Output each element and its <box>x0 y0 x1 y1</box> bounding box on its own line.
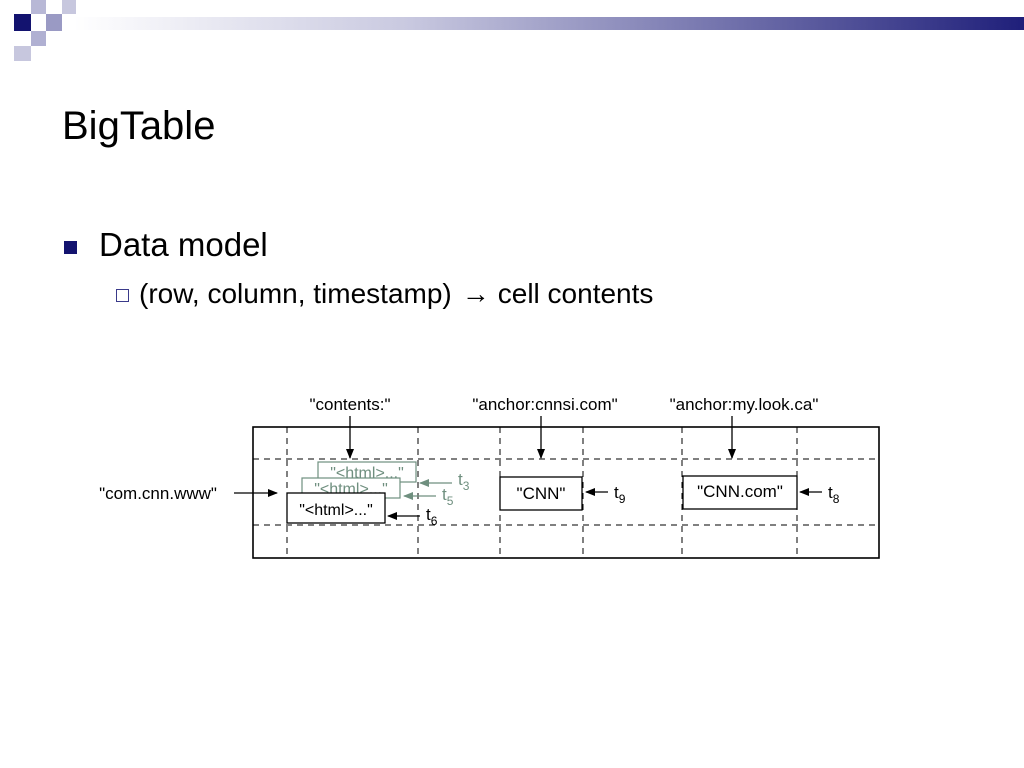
column-label-anchor-mylook: "anchor:my.look.ca" <box>670 395 819 414</box>
timestamp-label: t3 <box>458 470 470 493</box>
mapping-output: cell contents <box>497 278 654 309</box>
cell-value: "CNN.com" <box>697 482 783 501</box>
mapping-input: (row, column, timestamp) <box>139 278 452 309</box>
cell-anchor-cnnsi: "CNN" t9 <box>499 476 626 511</box>
sub-bullet-mapping: (row, column, timestamp) →cell contents <box>116 276 653 312</box>
sub-bullet-text: (row, column, timestamp) →cell contents <box>139 276 653 312</box>
cell-value: "CNN" <box>517 484 566 503</box>
timestamp-label: t9 <box>614 483 626 506</box>
column-label-anchor-cnnsi: "anchor:cnnsi.com" <box>472 395 617 414</box>
timestamp-label: t8 <box>828 483 840 506</box>
square-bullet-icon <box>64 240 77 254</box>
timestamp-label: t6 <box>426 505 438 528</box>
column-label-contents: "contents:" <box>309 395 390 414</box>
row-key-label: "com.cnn.www" <box>99 484 217 503</box>
version-value: "<html>..." <box>299 502 373 519</box>
hollow-square-bullet-icon <box>116 288 129 302</box>
table-grid <box>253 427 879 558</box>
timestamp-label: t5 <box>442 485 454 508</box>
right-arrow-icon: → <box>461 278 490 309</box>
bullet-data-model: Data model <box>64 225 268 265</box>
header-gradient-bar <box>74 17 1024 30</box>
cell-anchor-mylook: "CNN.com" t8 <box>682 475 840 510</box>
contents-version-t6: "<html>..." t6 <box>286 492 438 528</box>
bullet-text: Data model <box>99 226 268 263</box>
corner-decoration <box>0 0 90 70</box>
slide-title: BigTable <box>62 104 216 148</box>
